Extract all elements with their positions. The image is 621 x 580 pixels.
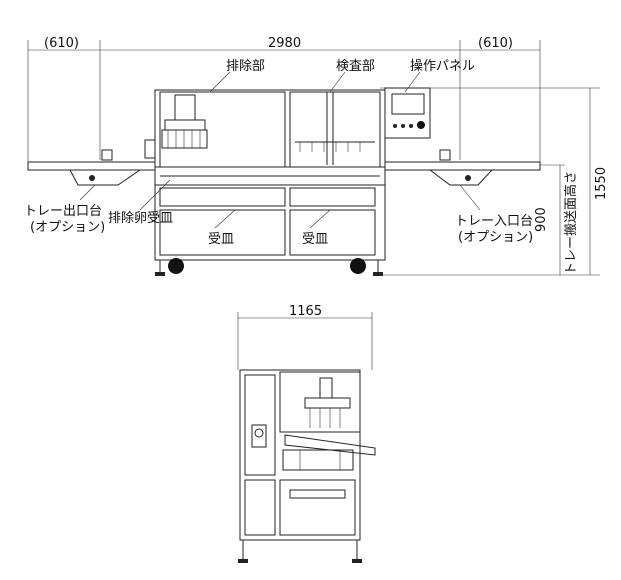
label-tray-entry-2: (オプション) bbox=[458, 230, 533, 245]
leader-lines bbox=[79, 71, 481, 229]
tray-entry-table bbox=[374, 149, 541, 186]
machine-frame bbox=[154, 89, 386, 276]
label-catch-pan-right: 受皿 bbox=[302, 232, 328, 247]
side-view: 1165 bbox=[237, 304, 376, 563]
label-tray-exit-1: トレー出口台 bbox=[24, 204, 102, 219]
tray-height-label: トレー搬送面高さ bbox=[563, 171, 579, 275]
control-panel bbox=[384, 87, 431, 139]
label-catch-pan-left: 受皿 bbox=[208, 232, 234, 247]
top-dimension: (610) 2980 (610) bbox=[27, 36, 541, 165]
reject-mechanism bbox=[144, 94, 208, 159]
side-dimension: 1165 bbox=[237, 304, 373, 370]
label-control-panel: 操作パネル bbox=[410, 58, 475, 74]
label-reject-unit: 排除部 bbox=[226, 59, 265, 74]
dim-main-width: 2980 bbox=[268, 36, 301, 51]
dim-total-height: 1550 bbox=[594, 167, 609, 200]
inspection-mechanism bbox=[295, 141, 375, 152]
dim-side-width: 1165 bbox=[289, 304, 322, 319]
label-tray-exit-2: (オプション) bbox=[30, 220, 105, 235]
label-tray-entry-1: トレー入口台 bbox=[455, 214, 533, 229]
dim-left-option: (610) bbox=[44, 36, 79, 51]
dim-tray-height: 900 bbox=[534, 207, 549, 232]
side-frame bbox=[238, 369, 376, 563]
front-view: (610) 2980 (610) 1550 900 トレー搬送面高さ bbox=[24, 36, 609, 276]
tray-exit-table bbox=[27, 149, 159, 186]
label-reject-egg-pan: 排除卵受皿 bbox=[108, 211, 173, 226]
label-inspection-unit: 検査部 bbox=[336, 59, 375, 74]
dim-right-option: (610) bbox=[478, 36, 513, 51]
